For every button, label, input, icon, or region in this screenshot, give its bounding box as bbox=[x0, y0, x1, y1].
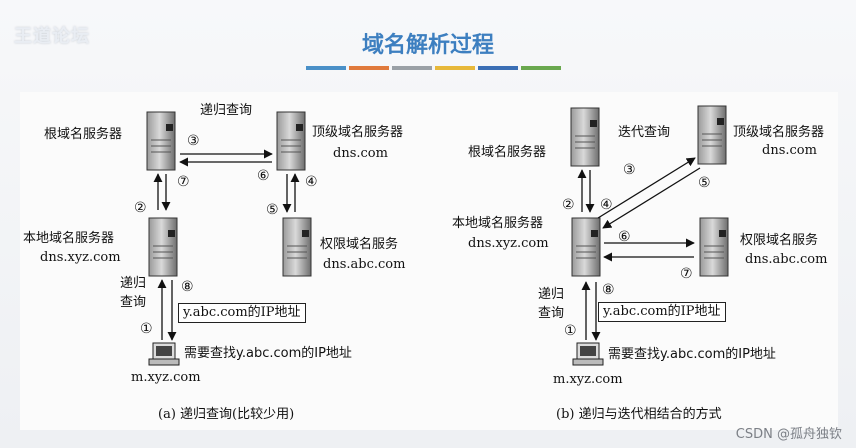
diagram-b-step-8: ⑧ bbox=[602, 282, 615, 298]
accent-bar bbox=[435, 66, 475, 70]
diagram-b-root-label: 根域名服务器 bbox=[468, 145, 547, 160]
diagram-a-auth-label: 权限域名服务 bbox=[320, 237, 399, 252]
diagram-b-step-6: ⑥ bbox=[618, 229, 631, 245]
diagram-a-step-4: ④ bbox=[305, 174, 318, 190]
diagram-b-tld-label: 顶级域名服务器 bbox=[733, 125, 825, 140]
diagram-a-step-6: ⑥ bbox=[257, 168, 270, 184]
computer-icon bbox=[148, 342, 180, 366]
server-icon bbox=[697, 105, 727, 165]
server-icon bbox=[571, 217, 601, 277]
diagram-b-recursive-side-2: 查询 bbox=[538, 306, 565, 321]
server-icon bbox=[146, 111, 176, 171]
diagram-a-step-5: ⑤ bbox=[266, 202, 279, 218]
diagram-a-recursive-side-2: 查询 bbox=[120, 295, 147, 310]
diagram-b-host-need: 需要查找y.abc.com的IP地址 bbox=[608, 347, 776, 362]
accent-bar bbox=[521, 66, 561, 70]
diagram-b-local-label: 本地域名服务器 bbox=[452, 216, 544, 231]
diagram-b-tld-domain: dns.com bbox=[762, 143, 817, 158]
diagram-b-local-domain: dns.xyz.com bbox=[468, 236, 549, 251]
diagram-a-recursive-side-1: 递归 bbox=[120, 276, 147, 291]
diagram-a-step-1: ① bbox=[140, 321, 153, 337]
diagram-a-host-need: 需要查找y.abc.com的IP地址 bbox=[184, 346, 352, 361]
diagram-a-local-label: 本地域名服务器 bbox=[23, 231, 115, 246]
diagram-b-step-7: ⑦ bbox=[680, 266, 693, 282]
server-icon bbox=[148, 217, 178, 277]
diagram-a-tld-label: 顶级域名服务器 bbox=[312, 125, 404, 140]
diagram-a-step-7: ⑦ bbox=[177, 174, 190, 190]
diagram-b-step-1: ① bbox=[564, 323, 577, 339]
diagram-a-ip-box: y.abc.com的IP地址 bbox=[178, 303, 306, 323]
diagram-b-recursive-side-1: 递归 bbox=[538, 287, 565, 302]
server-icon bbox=[276, 111, 306, 171]
accent-bars bbox=[306, 66, 561, 70]
diagram-a-step-2: ② bbox=[134, 200, 147, 216]
diagram-b-iterative: 迭代查询 bbox=[618, 125, 671, 140]
server-icon bbox=[699, 217, 729, 277]
diagram-b-step-4: ④ bbox=[600, 197, 613, 213]
diagram-b-step-5: ⑤ bbox=[698, 175, 711, 191]
logo-text: 王道论坛 bbox=[14, 26, 90, 47]
computer-icon bbox=[572, 342, 604, 366]
diagram-a-host-name: m.xyz.com bbox=[131, 370, 201, 385]
diagram-a-step-8: ⑧ bbox=[181, 279, 194, 295]
diagram-a-auth-domain: dns.abc.com bbox=[323, 257, 406, 272]
diagram-b-host-name: m.xyz.com bbox=[553, 372, 623, 387]
diagram-a-caption: (a) 递归查询(比较少用) bbox=[158, 407, 295, 422]
diagram-b-step-3: ③ bbox=[623, 162, 636, 178]
diagram-a-tld-domain: dns.com bbox=[333, 146, 388, 161]
diagram-b-auth-domain: dns.abc.com bbox=[745, 252, 828, 267]
diagram-a-recursive-top: 递归查询 bbox=[200, 103, 253, 118]
page-title: 域名解析过程 bbox=[361, 33, 494, 58]
diagram-b-ip-box: y.abc.com的IP地址 bbox=[598, 302, 726, 322]
accent-bar bbox=[478, 66, 518, 70]
server-icon bbox=[282, 217, 312, 277]
accent-bar bbox=[306, 66, 346, 70]
diagram-a-step-3: ③ bbox=[187, 133, 200, 149]
diagram-a-root-label: 根域名服务器 bbox=[44, 127, 123, 142]
accent-bar bbox=[349, 66, 389, 70]
watermark: CSDN @孤舟独钦 bbox=[735, 427, 842, 442]
accent-bar bbox=[392, 66, 432, 70]
diagram-a-local-domain: dns.xyz.com bbox=[40, 250, 121, 265]
server-icon bbox=[570, 107, 600, 167]
diagram-b-caption: (b) 递归与迭代相结合的方式 bbox=[556, 407, 722, 422]
diagram-b-auth-label: 权限域名服务 bbox=[740, 233, 819, 248]
diagram-b-step-2: ② bbox=[562, 197, 575, 213]
